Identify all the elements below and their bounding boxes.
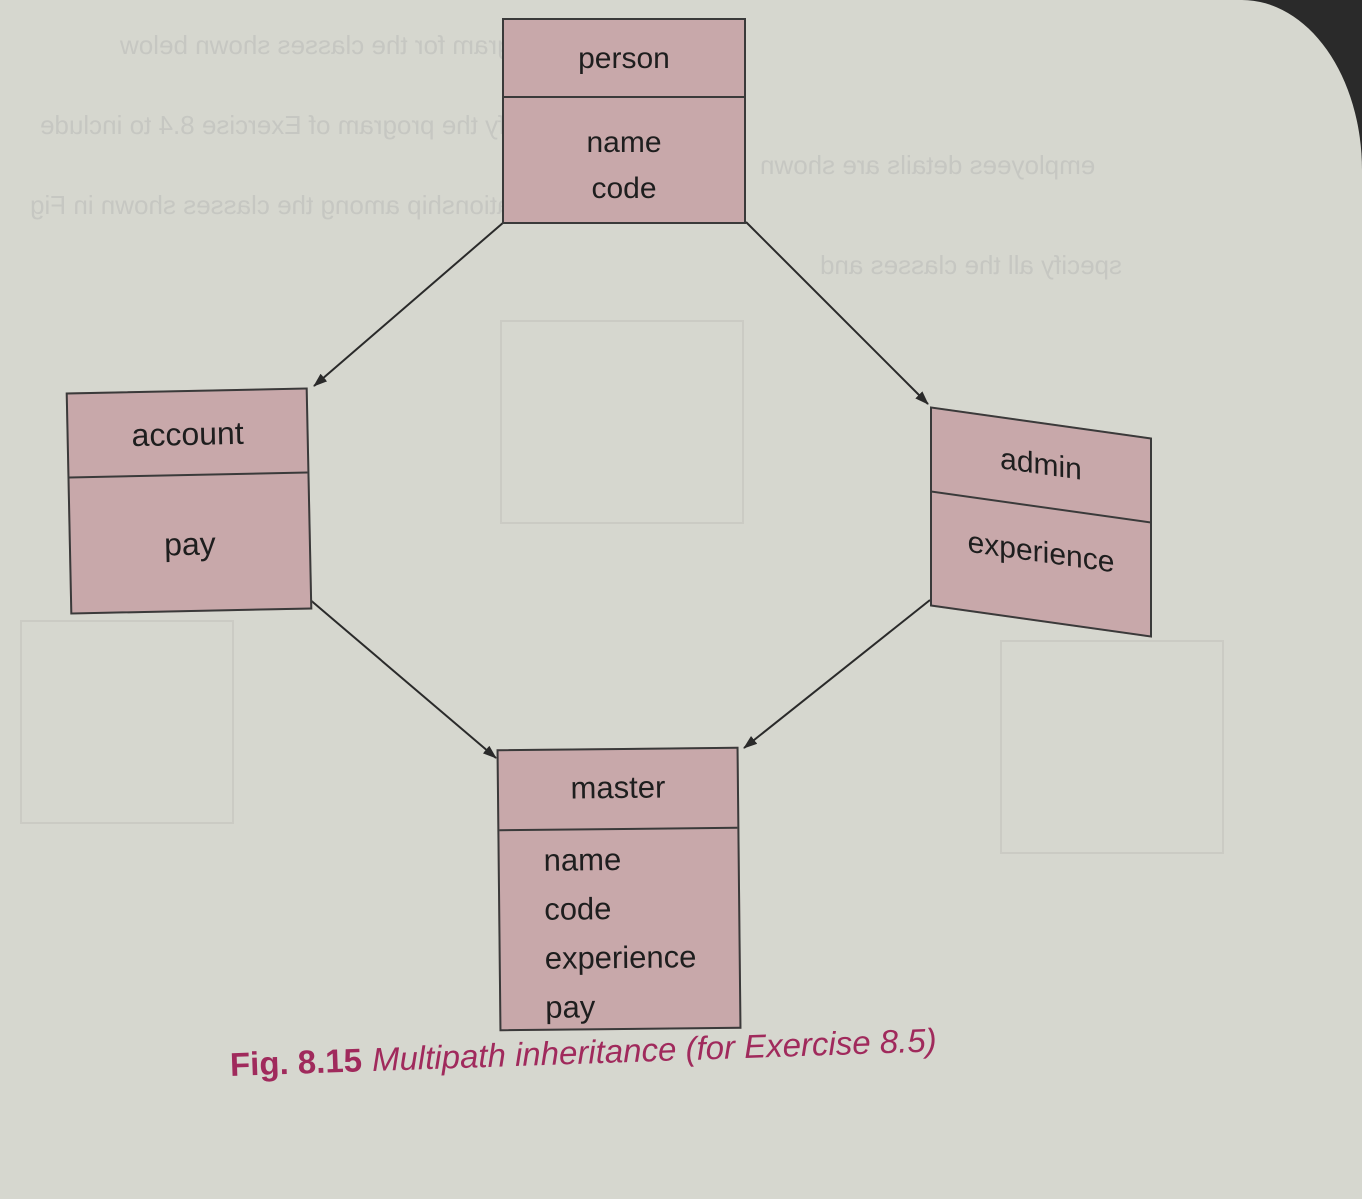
class-name-person: person — [504, 20, 744, 98]
class-attributes-master: name code experience pay — [499, 829, 739, 1025]
attribute-name: name — [586, 126, 662, 159]
figure-number: Fig. 8.15 — [229, 1041, 363, 1083]
bleed-through-box — [20, 620, 234, 824]
class-attributes-account: pay — [70, 474, 310, 563]
attribute-pay: pay — [163, 525, 217, 563]
class-box-master: master name code experience pay — [496, 746, 742, 1032]
arrow-admin-to-master — [743, 599, 931, 749]
class-box-person: person name code — [502, 18, 746, 224]
arrow-person-to-account — [313, 221, 505, 387]
attribute-pay: pay — [545, 989, 596, 1025]
class-attributes-person: name code — [504, 98, 744, 204]
attribute-code: code — [544, 891, 612, 927]
attribute-experience: experience — [967, 525, 1115, 580]
bleed-through-box — [500, 320, 744, 524]
attribute-name: name — [543, 841, 622, 878]
attribute-experience: experience — [544, 939, 697, 976]
class-box-admin: admin experience — [930, 406, 1152, 638]
class-box-account: account pay — [65, 387, 313, 615]
class-name-account: account — [67, 389, 308, 479]
class-name-master: master — [498, 748, 738, 832]
bleed-through-box — [1000, 640, 1224, 854]
attribute-code: code — [591, 172, 657, 205]
arrow-person-to-admin — [745, 221, 929, 405]
arrow-account-to-master — [307, 597, 497, 759]
